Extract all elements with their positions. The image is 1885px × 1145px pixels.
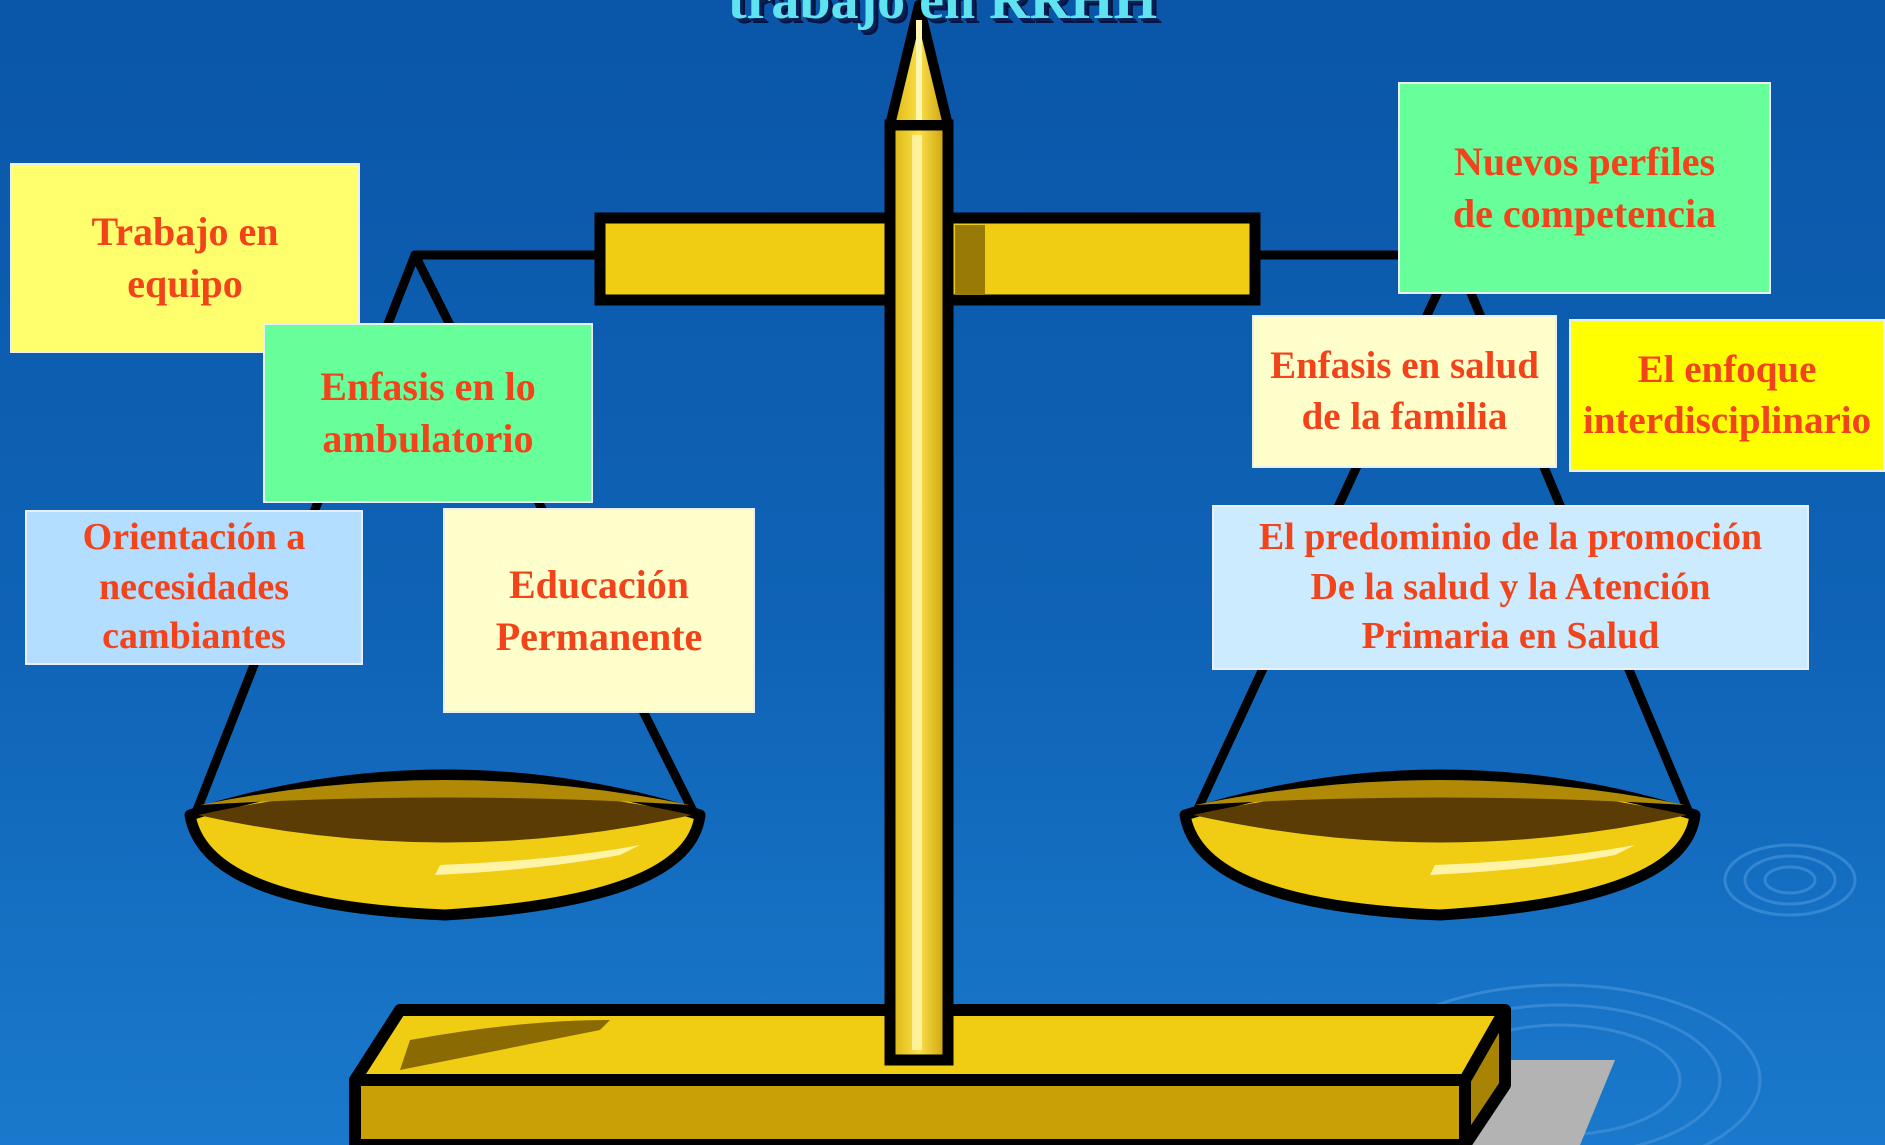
- box-trabajo-en-equipo: Trabajo en equipo: [10, 163, 360, 353]
- box-enfasis-familia-text: Enfasis en salud de la familia: [1270, 343, 1539, 438]
- box-nuevos-perfiles-text: Nuevos perfiles de competencia: [1452, 139, 1717, 236]
- box-predominio-promocion-text: El predominio de la promoción De la salu…: [1258, 516, 1763, 658]
- box-enfoque-interdisciplinario: El enfoque interdisciplinario: [1569, 319, 1885, 472]
- box-enfoque-interdisciplinario-text: El enfoque interdisciplinario: [1582, 347, 1872, 442]
- box-orientacion-necesidades-text: Orientación a necesidades cambiantes: [82, 516, 306, 658]
- slide-title: trabajo en RRHH: [727, 0, 1158, 31]
- box-orientacion-necesidades: Orientación a necesidades cambiantes: [25, 510, 363, 665]
- box-enfasis-ambulatorio: Enfasis en lo ambulatorio: [263, 323, 593, 503]
- box-nuevos-perfiles: Nuevos perfiles de competencia: [1398, 82, 1771, 294]
- box-predominio-promocion: El predominio de la promoción De la salu…: [1212, 505, 1809, 670]
- box-trabajo-en-equipo-text: Trabajo en equipo: [91, 209, 279, 306]
- box-educacion-permanente-text: Educación Permanente: [495, 561, 703, 659]
- right-pan: [1179, 769, 1701, 921]
- box-enfasis-ambulatorio-text: Enfasis en lo ambulatorio: [320, 364, 536, 461]
- box-enfasis-familia: Enfasis en salud de la familia: [1252, 315, 1557, 468]
- scale-base: [349, 1004, 1511, 1145]
- box-educacion-permanente: Educación Permanente: [443, 508, 755, 713]
- left-pan: [184, 769, 706, 921]
